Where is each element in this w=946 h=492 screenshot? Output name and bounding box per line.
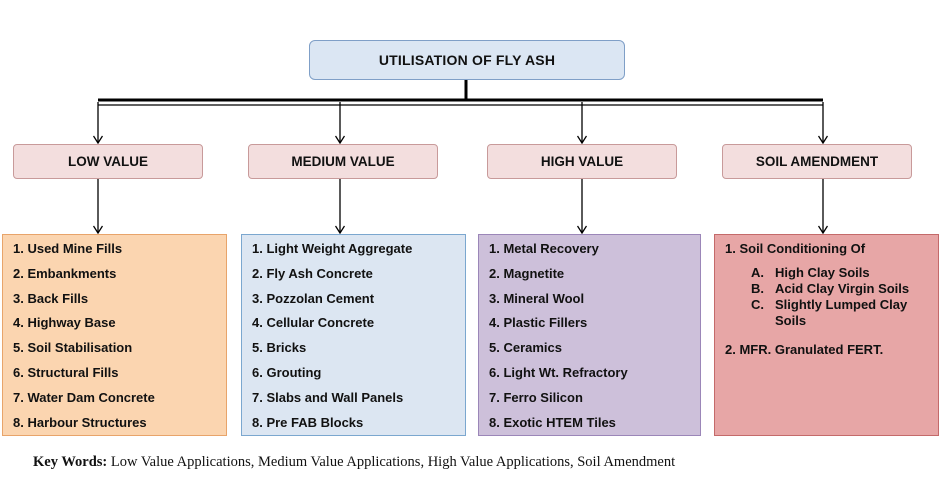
sub-item-letter: C. [751, 297, 764, 312]
sub-list-item: A. High Clay Soils [725, 265, 930, 281]
medium-value-list: 1. Light Weight Aggregate 2. Fly Ash Con… [241, 234, 466, 436]
list-item: 3. Back Fills [13, 290, 89, 306]
list-item: 5. Ceramics [489, 340, 562, 356]
list-item: 6. Grouting [252, 364, 322, 380]
list-item: 5. Soil Stabilisation [13, 340, 133, 356]
list-item: 2. Magnetite [489, 265, 565, 281]
list-item: 7. Water Dam Concrete [13, 389, 155, 405]
list-item: 4. Cellular Concrete [252, 315, 375, 331]
list-item: 2. Fly Ash Concrete [252, 265, 373, 281]
category-medium-value: MEDIUM VALUE [248, 144, 438, 179]
list-item: 5. Bricks [252, 340, 307, 356]
list-item: 6. Structural Fills [13, 364, 119, 380]
high-value-list: 1. Metal Recovery 2. Magnetite 3. Minera… [478, 234, 701, 436]
sub-list-item: B. Acid Clay Virgin Soils [725, 281, 930, 297]
list-item: 6. Light Wt. Refractory [489, 364, 628, 380]
list-item: 7. Ferro Silicon [489, 389, 583, 405]
list-item: 1. Soil Conditioning Of [725, 241, 866, 256]
category-low-value: LOW VALUE [13, 144, 203, 179]
list-item: 3. Mineral Wool [489, 290, 585, 306]
list-item: 1. Metal Recovery [489, 241, 599, 256]
low-value-list: 1. Used Mine Fills 2. Embankments 3. Bac… [2, 234, 227, 436]
list-item: 4. Plastic Fillers [489, 315, 588, 331]
list-item: 4. Highway Base [13, 315, 116, 331]
list-item: 1. Light Weight Aggregate [252, 241, 413, 256]
list-item: 2. MFR. Granulated FERT. [725, 342, 884, 357]
keywords-text: Low Value Applications, Medium Value App… [110, 454, 676, 470]
sub-item-text: High Clay Soils [775, 265, 870, 280]
list-item: 8. Exotic HTEM Tiles [489, 414, 616, 430]
list-item: 7. Slabs and Wall Panels [252, 389, 404, 405]
sub-item-letter: A. [751, 265, 764, 280]
list-item: 8. Harbour Structures [13, 414, 147, 430]
list-item: 2. Embankments [13, 265, 117, 281]
diagram-title: UTILISATION OF FLY ASH [309, 40, 625, 80]
list-item: 8. Pre FAB Blocks [252, 414, 364, 430]
sub-item-text: Acid Clay Virgin Soils [775, 281, 910, 296]
list-item: 1. Used Mine Fills [13, 241, 123, 256]
soil-amendment-list: 1. Soil Conditioning Of A. High Clay Soi… [714, 234, 939, 436]
list-item: 3. Pozzolan Cement [252, 290, 375, 306]
category-high-value: HIGH VALUE [487, 144, 677, 179]
sub-list-item: C. Slightly Lumped Clay Soils [725, 297, 930, 329]
sub-item-text: Slightly Lumped Clay Soils [775, 297, 908, 328]
keywords-caption: Key Words: Low Value Applications, Mediu… [33, 454, 675, 471]
category-soil-amendment: SOIL AMENDMENT [722, 144, 912, 179]
sub-item-letter: B. [751, 281, 764, 296]
keywords-label: Key Words: [33, 454, 108, 470]
